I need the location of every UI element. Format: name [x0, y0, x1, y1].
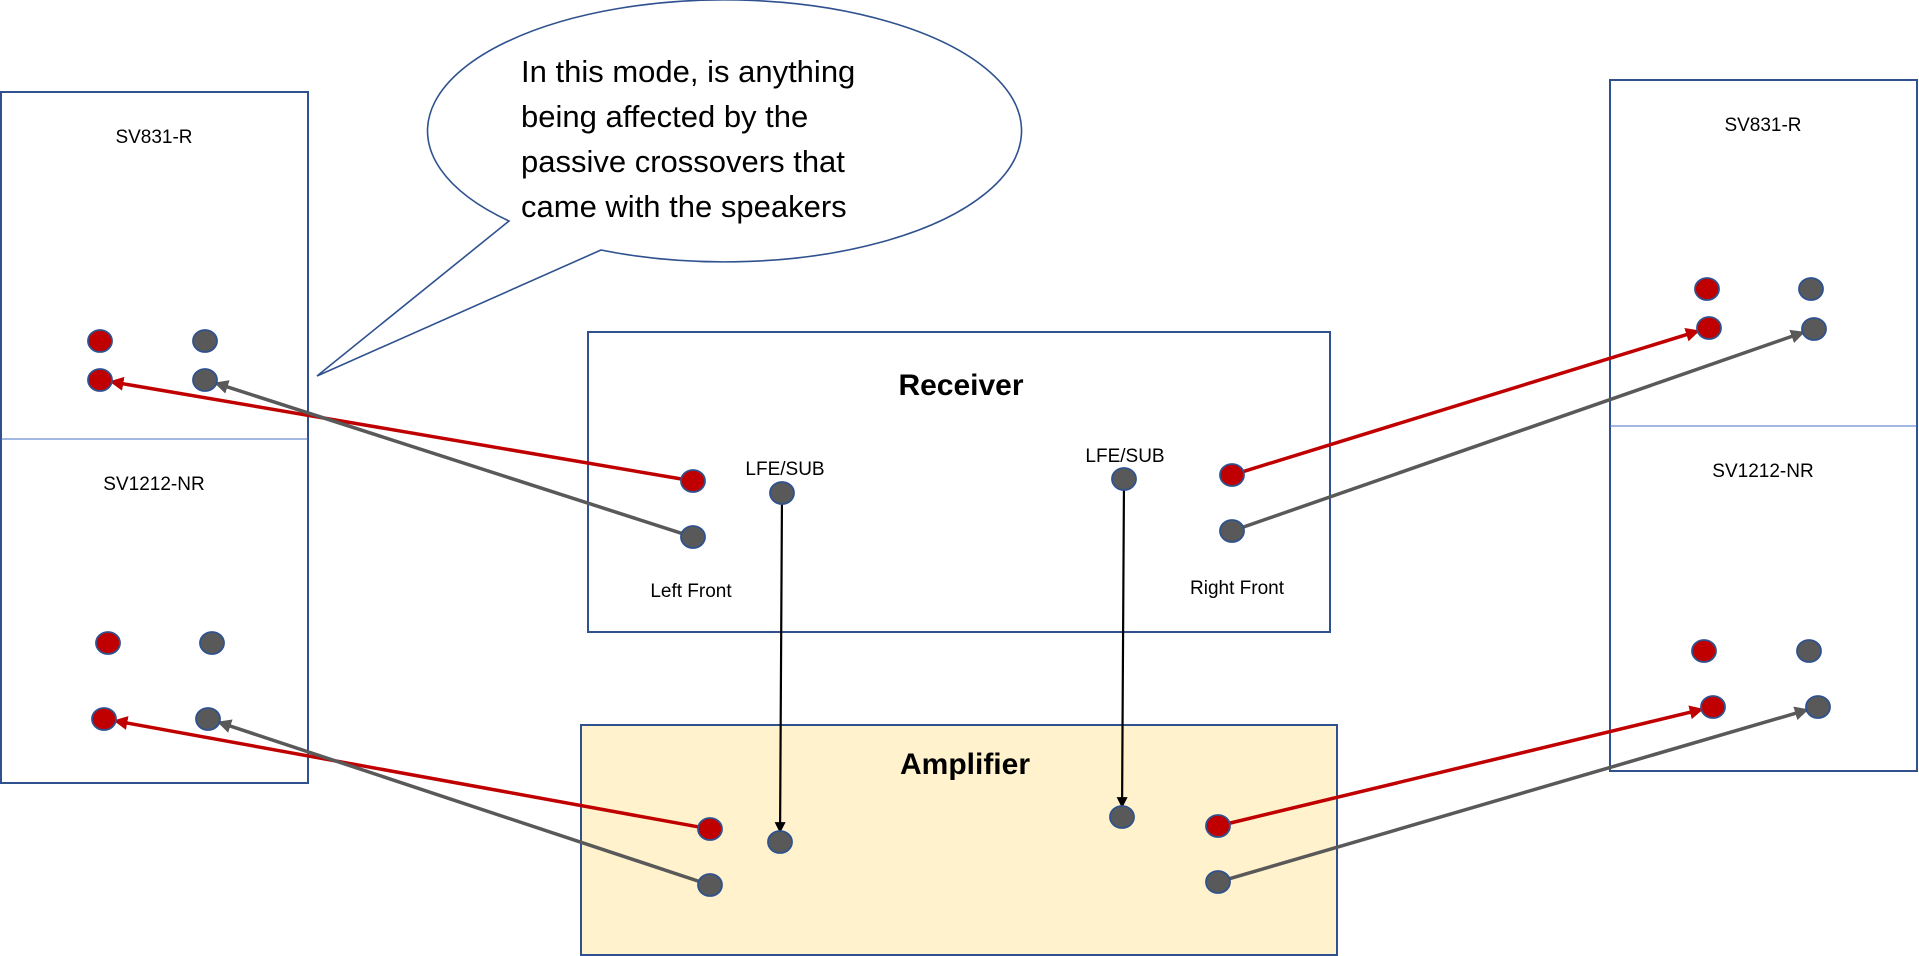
terminal-amplifier-lfe-right: [1109, 805, 1135, 829]
receiver-box: [587, 331, 1331, 633]
receiver-lfe-right-label: LFE/SUB: [1085, 446, 1164, 467]
wire-amplifier-right-positive-to-right-sv1212-positive: [1225, 705, 1704, 826]
amplifier-title: Amplifier: [900, 748, 1030, 781]
amplifier: Amplifier: [580, 724, 1338, 956]
callout-line-1: In this mode, is anything: [521, 54, 855, 89]
terminal-right-sv1212-negative: [1805, 695, 1831, 719]
left-upper-speaker-label: SV831-R: [115, 127, 192, 148]
terminals: [87, 277, 1831, 897]
right-upper-speaker-label: SV831-R: [1724, 115, 1801, 136]
receiver-left-front-label: Left Front: [650, 581, 732, 602]
terminal-left-sv1212-negative: [195, 707, 221, 731]
wire-receiver-lfe-right-to-amplifier-lfe-right: [1116, 486, 1128, 809]
terminal-left-sv1212-positive-top: [95, 631, 121, 655]
wire-amplifier-left-positive-to-left-sv1212-positive: [113, 716, 703, 830]
left-speaker-box: [0, 91, 309, 784]
terminal-receiver-right-front-negative: [1219, 519, 1245, 543]
terminal-right-sv1212-positive: [1700, 695, 1726, 719]
terminal-receiver-lfe-right: [1111, 467, 1137, 491]
terminal-amplifier-right-positive: [1205, 814, 1231, 838]
callout-line-3: passive crossovers that: [521, 144, 845, 179]
terminal-right-sv1212-negative-top: [1796, 639, 1822, 663]
terminal-left-sv831-negative-top: [192, 329, 218, 353]
terminal-right-sv831-positive-top: [1694, 277, 1720, 301]
terminal-left-sv1212-positive: [91, 707, 117, 731]
callout-bubble: In this mode, is anything being affected…: [316, 0, 1023, 377]
terminal-left-sv1212-negative-top: [199, 631, 225, 655]
callout-line-4: came with the speakers: [521, 189, 847, 224]
terminal-receiver-lfe-left: [769, 481, 795, 505]
terminal-amplifier-right-negative: [1205, 870, 1231, 894]
terminal-receiver-left-front-negative: [680, 525, 706, 549]
terminal-right-sv1212-positive-top: [1691, 639, 1717, 663]
terminal-right-sv831-negative-top: [1798, 277, 1824, 301]
terminal-right-sv831-positive: [1696, 316, 1722, 340]
wire-receiver-left-front-negative-to-left-sv831-negative: [214, 380, 686, 537]
left-speaker-stack: SV831-R SV1212-NR: [0, 91, 309, 784]
wires: [109, 327, 1809, 885]
terminal-receiver-right-front-positive: [1219, 463, 1245, 487]
receiver-lfe-left-label: LFE/SUB: [745, 459, 824, 480]
wire-receiver-right-front-positive-to-right-sv831-positive: [1239, 327, 1700, 475]
receiver-right-front-label: Right Front: [1190, 578, 1285, 599]
left-lower-speaker-label: SV1212-NR: [103, 474, 204, 495]
receiver-title: Receiver: [898, 369, 1023, 402]
terminal-left-sv831-positive: [87, 368, 113, 392]
wire-receiver-lfe-left-to-amplifier-lfe-left: [774, 500, 786, 834]
callout-shape: [316, 0, 1023, 377]
callout-line-2: being affected by the: [521, 99, 808, 134]
terminal-amplifier-lfe-left: [767, 830, 793, 854]
right-speaker-stack: SV831-R SV1212-NR: [1609, 79, 1918, 772]
wire-amplifier-left-negative-to-left-sv1212-negative: [217, 719, 703, 885]
wire-receiver-right-front-negative-to-right-sv831-negative: [1238, 329, 1805, 531]
right-lower-speaker-label: SV1212-NR: [1712, 461, 1813, 482]
terminal-left-sv831-negative: [192, 368, 218, 392]
wire-receiver-left-front-positive-to-left-sv831-positive: [109, 376, 686, 482]
receiver: Receiver LFE/SUB LFE/SUB Left Front Righ…: [587, 331, 1331, 633]
terminal-amplifier-left-negative: [697, 873, 723, 897]
terminal-right-sv831-negative: [1801, 317, 1827, 341]
wire-amplifier-right-negative-to-right-sv1212-negative: [1225, 706, 1809, 882]
terminal-left-sv831-positive-top: [87, 329, 113, 353]
terminal-amplifier-left-positive: [697, 817, 723, 841]
terminal-receiver-left-front-positive: [680, 469, 706, 493]
